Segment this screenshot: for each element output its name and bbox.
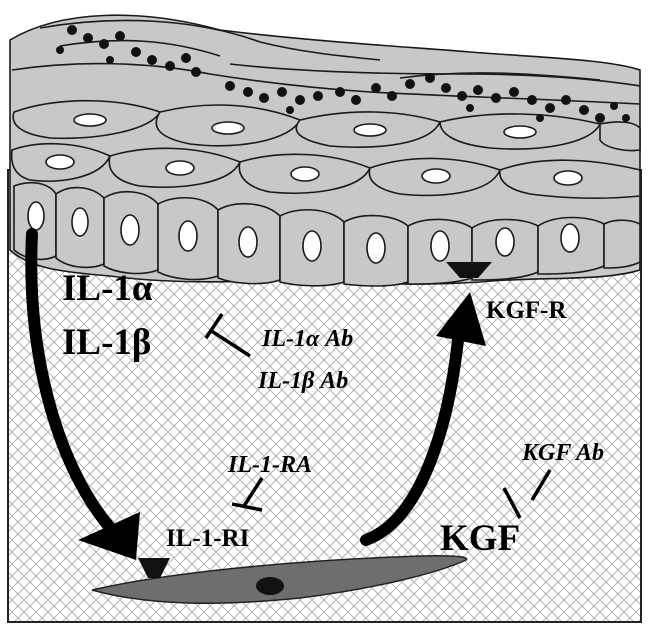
kgf-r-label: KGF-R: [486, 297, 567, 324]
il1-ri-label: IL-1-RI: [166, 525, 249, 552]
il1-ra-label: IL-1-RA: [227, 452, 312, 478]
il1a-label: IL-1α: [62, 268, 153, 309]
il1b-ab-label: IL-1β Ab: [257, 368, 348, 394]
epidermis: [10, 15, 640, 286]
kgf-label: KGF: [440, 518, 520, 559]
kgf-ab-label: KGF Ab: [521, 440, 604, 466]
il1a-ab-label: IL-1α Ab: [261, 326, 353, 352]
fibroblast-nucleus: [256, 577, 284, 595]
il1b-label: IL-1β: [62, 322, 151, 363]
